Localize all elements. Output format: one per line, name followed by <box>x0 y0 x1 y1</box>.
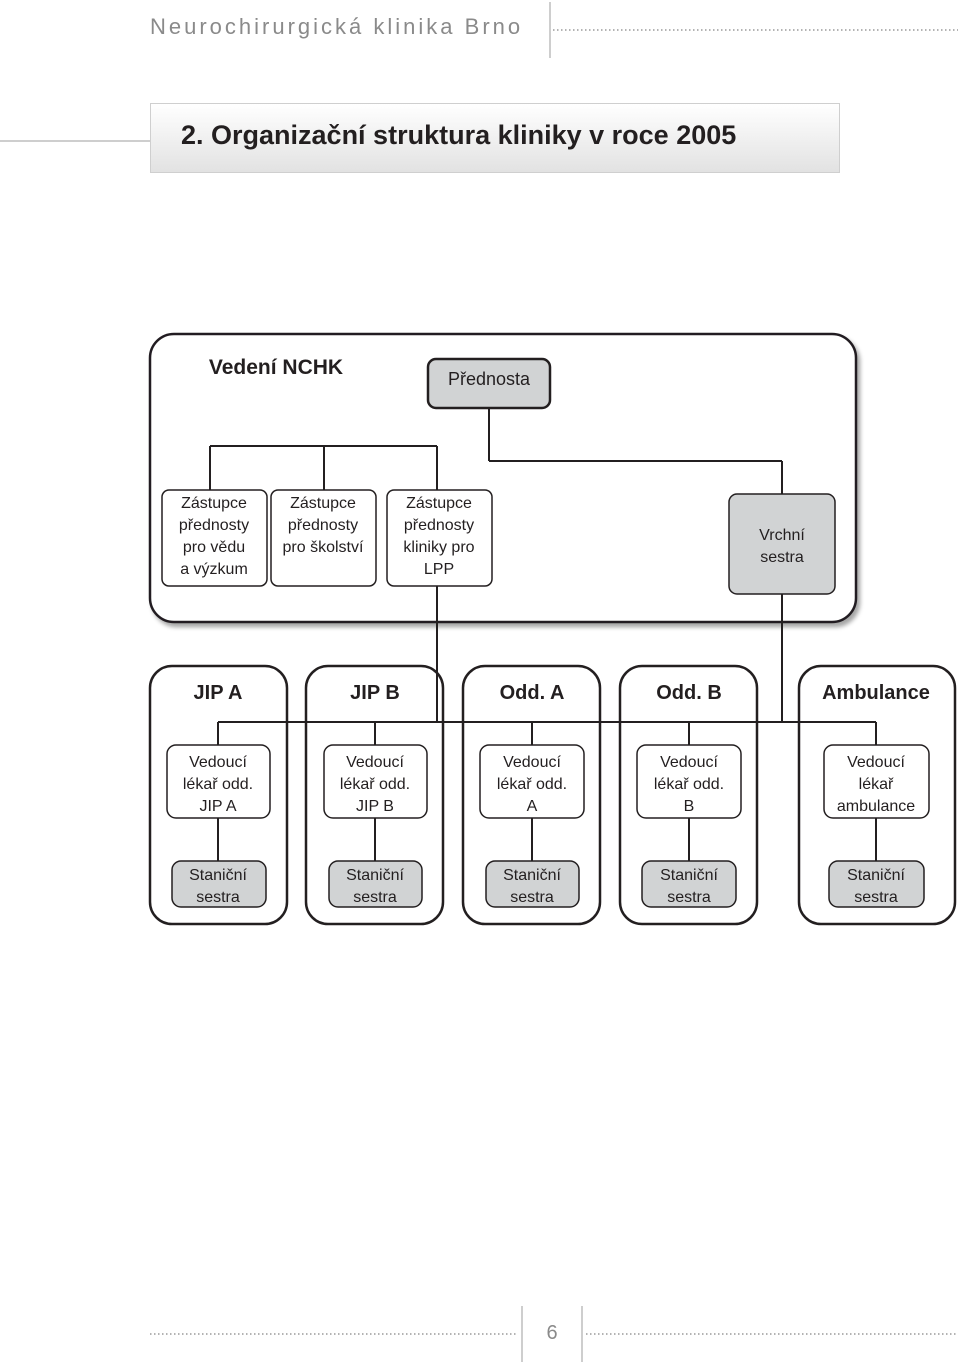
node-text-line: lékař odd. <box>340 776 410 793</box>
doctor-box-jip-b <box>323 744 428 819</box>
node-text-line: sestra <box>854 889 898 906</box>
node-text-line: lékař odd. <box>654 776 724 793</box>
deputy-research-label: Zástupce přednosty pro vědu a výzkum <box>179 495 249 578</box>
nurse-label-odd-b: Staniční sestra <box>660 867 718 906</box>
node-text-line: Zástupce <box>406 495 472 512</box>
node-text-line: LPP <box>424 561 454 578</box>
department-name-jip-b: JIP B <box>350 682 400 704</box>
node-text-line: Vedoucí <box>346 754 404 771</box>
doctor-label-jip-b: Vedoucí lékař odd. JIP B <box>340 754 410 815</box>
nurse-label-ambulance: Staniční sestra <box>847 867 905 906</box>
node-text-line: pro vědu <box>183 539 245 556</box>
node-text-line: ambulance <box>837 798 915 815</box>
node-text-line: Vedoucí <box>847 754 905 771</box>
node-text-line: Staniční <box>660 867 718 884</box>
nurse-box-jip-b <box>328 860 423 908</box>
doctor-box-odd-a <box>479 744 585 819</box>
head-nurse-box <box>728 493 836 595</box>
chapter-heading-box: 2. Organizační struktura kliniky v roce … <box>150 103 840 173</box>
node-text-line: JIP B <box>356 798 394 815</box>
nurse-label-jip-a: Staniční sestra <box>189 867 247 906</box>
node-text-line: Vedoucí <box>503 754 561 771</box>
nurse-box-odd-a <box>485 860 580 908</box>
node-text-line: přednosty <box>179 517 249 534</box>
doctor-box-ambulance <box>823 744 930 819</box>
node-text-line: kliniky pro <box>403 539 474 556</box>
head-node-label: Přednosta <box>448 369 531 389</box>
node-text-line: přednosty <box>288 517 358 534</box>
node-text-line: Staniční <box>503 867 561 884</box>
node-text-line: Staniční <box>189 867 247 884</box>
node-text-line: B <box>684 798 695 815</box>
leadership-group-label: Vedení NCHK <box>209 356 343 379</box>
nurse-box-jip-a <box>171 860 267 908</box>
page-number: 6 <box>546 1322 558 1344</box>
deputy-education-label: Zástupce přednosty pro školství <box>283 495 364 556</box>
node-text-line: Vedoucí <box>660 754 718 771</box>
doctor-box-jip-a <box>166 744 271 819</box>
node-text-line: lékař <box>859 776 894 793</box>
header-decoration <box>0 2 958 142</box>
leadership-connectors <box>209 408 783 494</box>
node-text-line: Staniční <box>847 867 905 884</box>
footer-decoration <box>150 1306 958 1362</box>
nurse-box-ambulance <box>828 860 925 908</box>
node-text-line: přednosty <box>404 517 474 534</box>
node-text-line: lékař odd. <box>497 776 567 793</box>
node-text-line: JIP A <box>199 798 236 815</box>
nurse-label-jip-b: Staniční sestra <box>346 867 404 906</box>
head-nurse-label: Vrchní sestra <box>759 527 805 566</box>
node-text-line: Vedoucí <box>189 754 247 771</box>
department-name-ambulance: Ambulance <box>822 682 930 704</box>
department-connectors <box>217 586 877 861</box>
node-text-line: pro školství <box>283 539 364 556</box>
node-text-line: Staniční <box>346 867 404 884</box>
node-text-line: a výzkum <box>180 561 248 578</box>
deputy-education-box <box>270 489 377 587</box>
department-name-odd-b: Odd. B <box>656 682 722 704</box>
node-text-line: lékař odd. <box>183 776 253 793</box>
node-text-line: sestra <box>760 549 804 566</box>
department-name-odd-a: Odd. A <box>500 682 565 704</box>
node-text-line: sestra <box>196 889 240 906</box>
node-text-line: A <box>527 798 538 815</box>
node-text-line: sestra <box>353 889 397 906</box>
department-name-jip-a: JIP A <box>194 682 243 704</box>
node-text-line: sestra <box>667 889 711 906</box>
deputy-lpp-box <box>386 489 493 587</box>
node-text-line: Zástupce <box>290 495 356 512</box>
node-text-line: Vrchní <box>759 527 805 544</box>
doctor-label-ambulance: Vedoucí lékař ambulance <box>837 754 915 815</box>
header-title: Neurochirurgická klinika Brno <box>150 14 524 39</box>
node-text-line: Přednosta <box>448 369 531 389</box>
doctor-box-odd-b <box>636 744 742 819</box>
head-node-box <box>426 357 552 410</box>
doctor-label-odd-b: Vedoucí lékař odd. B <box>654 754 724 815</box>
nurse-box-odd-b <box>641 860 737 908</box>
deputy-research-box <box>161 489 268 587</box>
doctor-label-jip-a: Vedoucí lékař odd. JIP A <box>183 754 253 815</box>
nurse-label-odd-a: Staniční sestra <box>503 867 561 906</box>
node-text-line: sestra <box>510 889 554 906</box>
chapter-title: 2. Organizační struktura kliniky v roce … <box>181 120 737 150</box>
doctor-label-odd-a: Vedoucí lékař odd. A <box>497 754 567 815</box>
node-text-line: Zástupce <box>181 495 247 512</box>
